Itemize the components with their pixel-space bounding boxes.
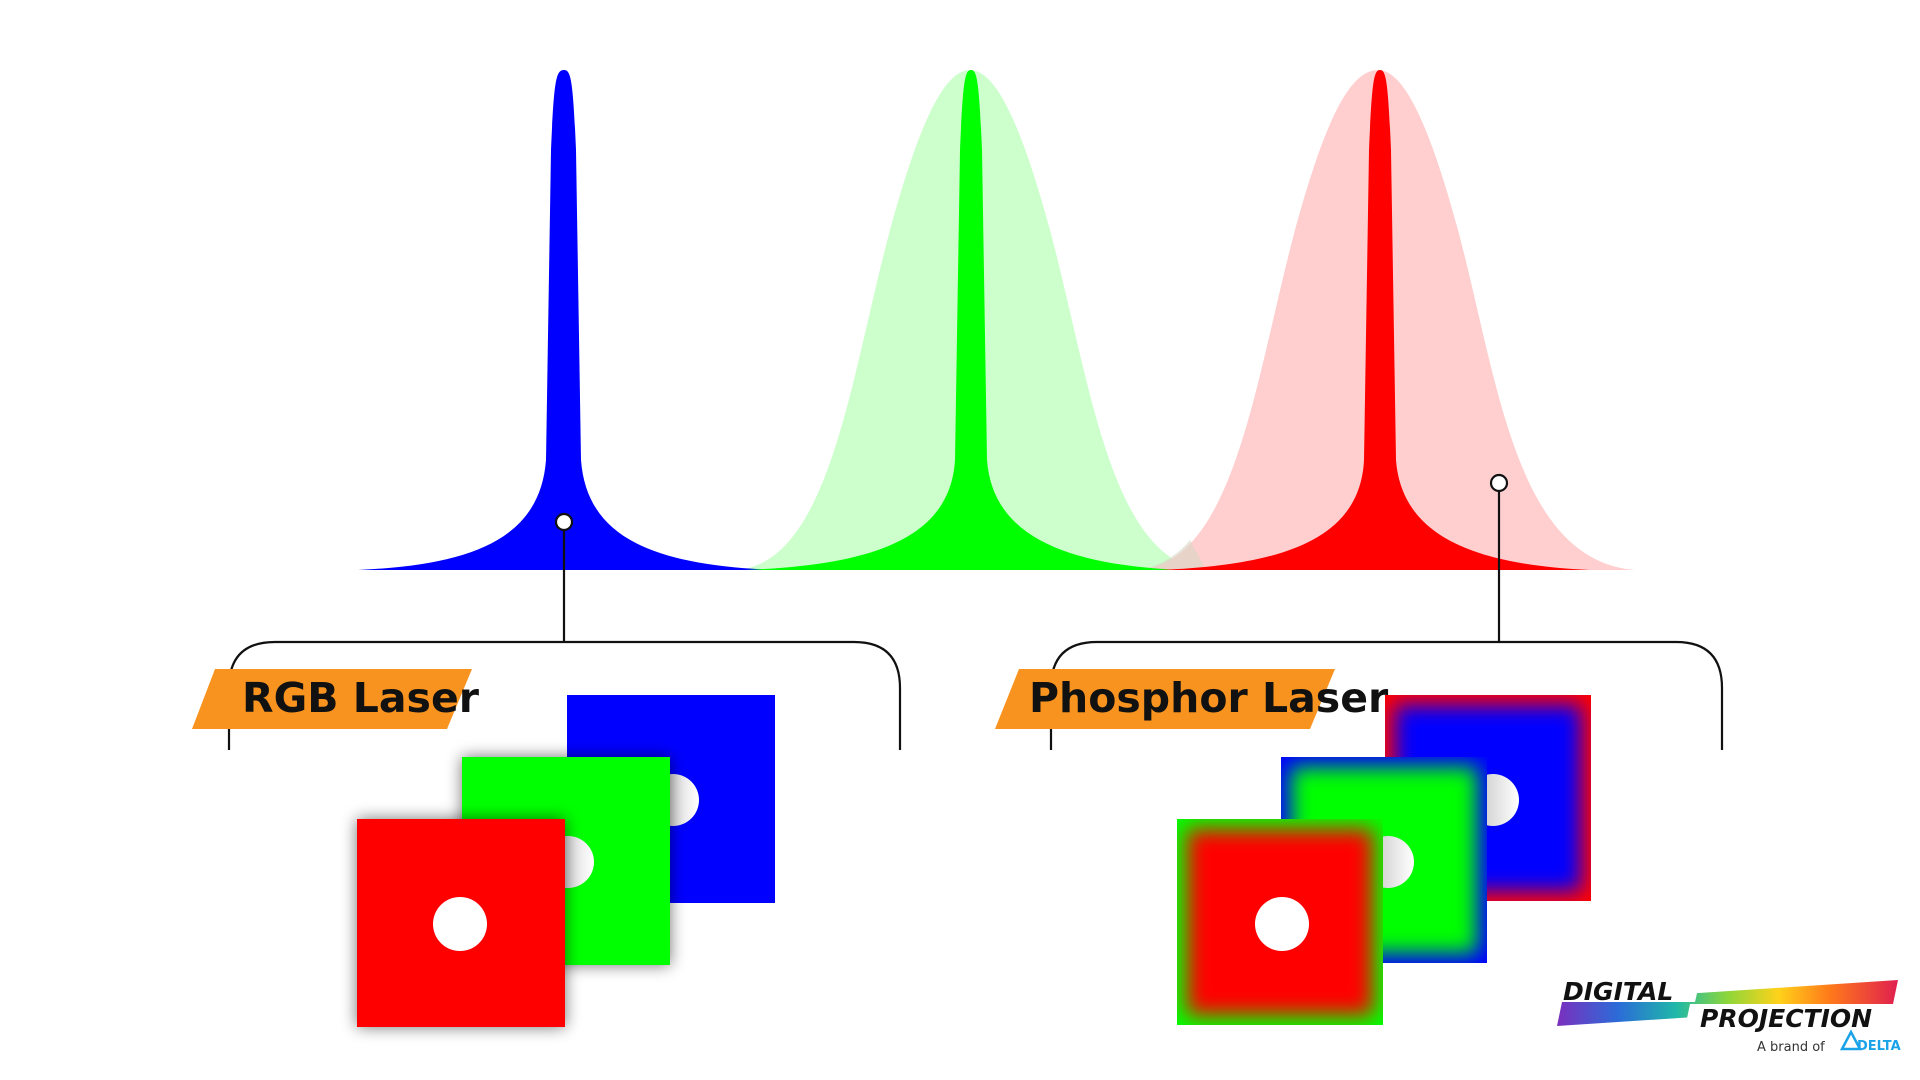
logo-line2: PROJECTION bbox=[1700, 1004, 1872, 1033]
logo-white-mask-top bbox=[1550, 980, 1700, 1002]
logo-white-mask-bottom bbox=[1685, 1004, 1896, 1028]
rgb-red-panel bbox=[357, 819, 565, 1027]
blue-laser-peak bbox=[358, 70, 775, 570]
phosphor-laser-label: Phosphor Laser bbox=[1029, 674, 1389, 722]
overlap-region bbox=[1140, 540, 1205, 570]
phosphor-laser-badge: Phosphor Laser bbox=[995, 669, 1389, 729]
rgb-callout-marker bbox=[554, 512, 574, 532]
phosphor-red-hole bbox=[1255, 897, 1309, 951]
phosphor-callout-marker bbox=[1489, 473, 1509, 493]
red-laser-peak bbox=[1160, 70, 1590, 570]
rgb-red-hole bbox=[433, 897, 487, 951]
phosphor-bracket bbox=[1049, 640, 1724, 750]
logo-rainbow-bar bbox=[1557, 980, 1898, 1026]
logo-tagline: A brand of bbox=[1757, 1040, 1825, 1055]
rgb-label-shape bbox=[192, 669, 472, 729]
green-laser-peak bbox=[745, 70, 1180, 570]
phosphor-image-panels bbox=[1177, 695, 1591, 1025]
rgb-laser-badge: RGB Laser bbox=[192, 669, 480, 729]
spectrum-chart bbox=[358, 70, 1635, 570]
callouts bbox=[227, 473, 1724, 750]
phosphor-red-panel bbox=[1177, 819, 1383, 1025]
rgb-bracket bbox=[227, 640, 902, 750]
logo-line1: DIGITAL bbox=[1563, 977, 1673, 1006]
logo-parent-brand: DELTA bbox=[1857, 1039, 1901, 1054]
phosphor-label-shape bbox=[995, 669, 1335, 729]
rgb-laser-label: RGB Laser bbox=[242, 674, 480, 722]
delta-logo-icon bbox=[1839, 1029, 1863, 1051]
digital-projection-logo: DIGITAL PROJECTION A brand of DELTA bbox=[1550, 977, 1901, 1055]
rgb-image-panels bbox=[357, 695, 775, 1027]
